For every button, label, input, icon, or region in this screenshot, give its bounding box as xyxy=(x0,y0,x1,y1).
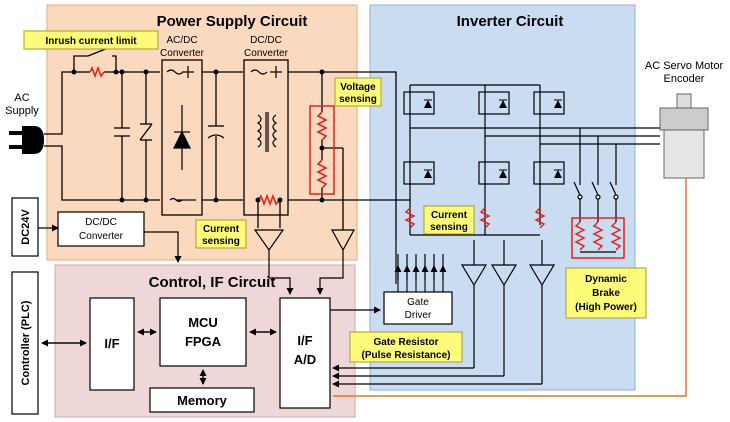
svg-text:Voltage: Voltage xyxy=(340,82,376,93)
memory-box xyxy=(149,387,255,413)
dcdc-internal-symbols xyxy=(250,66,282,152)
sense-amplifiers-power xyxy=(253,229,356,262)
svg-text:(High Power): (High Power) xyxy=(575,302,637,313)
power-wiring xyxy=(44,47,410,240)
mcu-box xyxy=(159,297,247,367)
dcdc-small-label-2: Converter xyxy=(79,231,124,242)
dcdc-small-label-1: DC/DC xyxy=(85,217,117,228)
dcdc-label-1: DC/DC xyxy=(250,35,282,46)
svg-text:Current: Current xyxy=(203,224,240,235)
gate-driver-label-1: Gate xyxy=(407,297,429,308)
ac-supply-label-2: Supply xyxy=(5,105,39,117)
control-section-title: Control, IF Circuit xyxy=(149,274,276,291)
dc24v-box xyxy=(11,197,39,257)
dcdc-label-2: Converter xyxy=(244,48,289,59)
memory-label: Memory xyxy=(177,393,228,408)
inverter-shunt-resistors xyxy=(404,207,546,229)
if-box-label: I/F xyxy=(104,336,119,351)
ifad-label-2: A/D xyxy=(294,352,316,367)
svg-text:sensing: sensing xyxy=(430,222,468,233)
svg-text:Brake: Brake xyxy=(592,288,620,299)
servo-motor-icon xyxy=(659,93,709,179)
encoder-feedback-line xyxy=(333,178,687,397)
svg-text:sensing: sensing xyxy=(202,236,240,247)
callout-inrush: Inrush current limit xyxy=(23,30,159,50)
acdc-internal-symbols xyxy=(166,66,196,203)
inverter-section-bg xyxy=(369,4,636,391)
svg-text:Gate Resistor: Gate Resistor xyxy=(373,337,438,348)
dynamic-brake xyxy=(573,128,619,253)
mcu-label-1: MCU xyxy=(188,315,218,330)
svg-text:Inrush current limit: Inrush current limit xyxy=(45,36,137,47)
power-section-title: Power Supply Circuit xyxy=(157,13,308,30)
junction-dots xyxy=(71,69,325,203)
inrush-resistor xyxy=(89,65,105,79)
sense-amplifiers-inverter xyxy=(460,240,556,384)
shunt-resistor xyxy=(257,193,281,207)
callout-current-sensing-right: Current sensing xyxy=(423,205,475,235)
motor-label-1: AC Servo Motor xyxy=(645,60,724,72)
controller-label: Controller (PLC) xyxy=(20,300,32,385)
control-wiring xyxy=(38,224,542,388)
svg-text:(Pulse Resistance): (Pulse Resistance) xyxy=(362,350,451,361)
acdc-label-1: AC/DC xyxy=(166,35,197,46)
if-box xyxy=(89,297,135,391)
callout-current-sensing-left: Current sensing xyxy=(195,219,247,249)
callout-voltage-sensing: Voltage sensing xyxy=(334,77,382,107)
resistor-symbols xyxy=(89,65,335,207)
acdc-label-2: Converter xyxy=(160,48,205,59)
gate-driver-label-2: Driver xyxy=(405,310,432,321)
svg-text:Dynamic: Dynamic xyxy=(585,274,627,285)
brake-resistors xyxy=(571,217,625,259)
gate-driver-box xyxy=(383,291,453,325)
voltage-divider-upper xyxy=(316,111,328,141)
ifad-label-1: I/F xyxy=(297,333,312,348)
voltage-sense-highlight xyxy=(309,105,335,195)
ac-supply-label-1: AC xyxy=(14,92,29,104)
mcu-label-2: FPGA xyxy=(185,334,222,349)
motor-label-2: Encoder xyxy=(664,73,705,85)
callout-dynamic-brake: Dynamic Brake (High Power) xyxy=(565,267,647,319)
inverter-section-title: Inverter Circuit xyxy=(457,13,564,30)
controller-box xyxy=(11,271,39,415)
dcdc-small-box xyxy=(57,211,145,247)
callout-gate-resistor: Gate Resistor (Pulse Resistance) xyxy=(349,331,463,363)
svg-text:sensing: sensing xyxy=(339,94,377,105)
ac-plug-icon xyxy=(9,126,44,154)
inverter-bridge xyxy=(397,84,660,280)
svg-text:Current: Current xyxy=(431,210,468,221)
voltage-divider-lower xyxy=(316,159,328,189)
dc24v-label: DC24V xyxy=(20,209,32,245)
igbt-diode-icons xyxy=(424,99,562,178)
ifad-box xyxy=(279,297,331,409)
gate-signal-arrows xyxy=(394,265,447,292)
